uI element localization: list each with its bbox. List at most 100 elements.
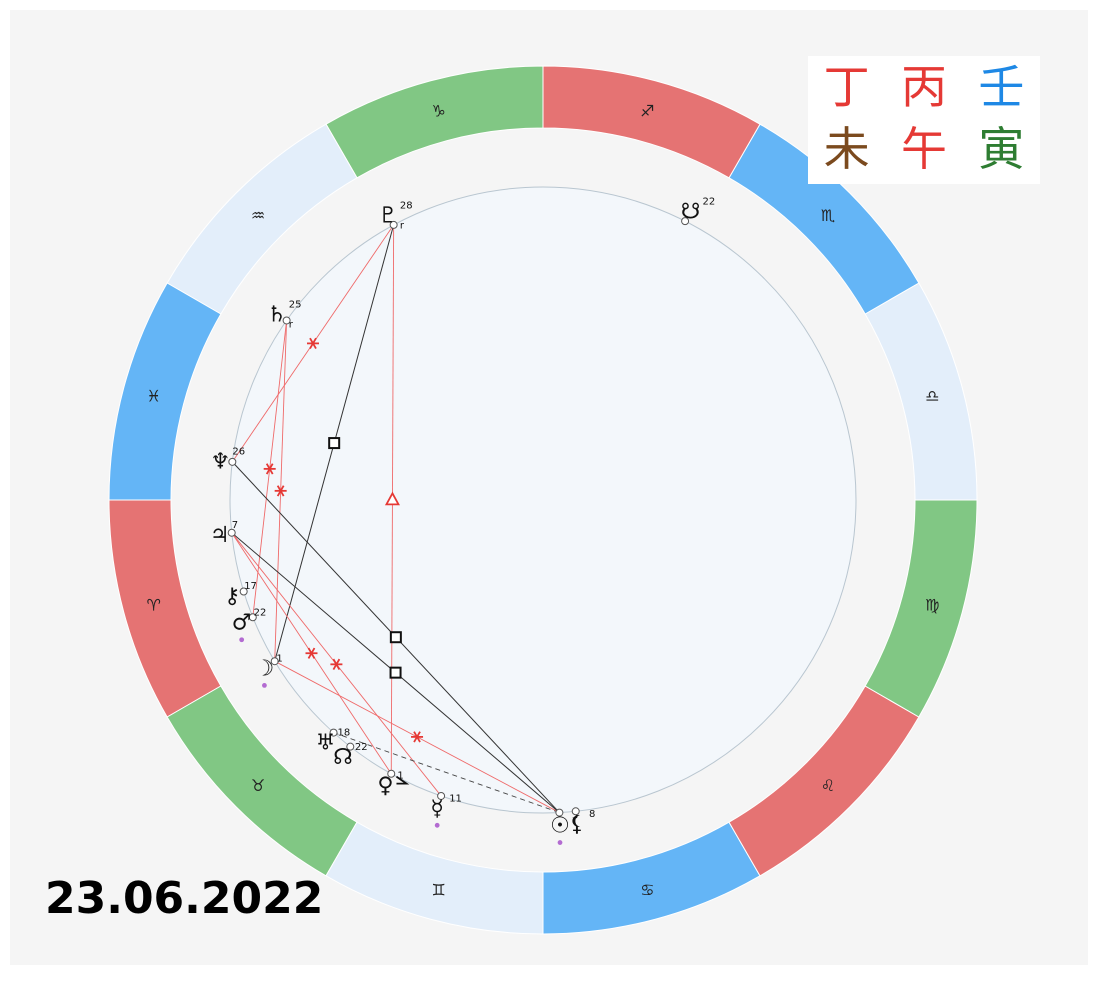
mercury-icon: ☿: [430, 796, 444, 821]
venus-icon: ♀: [377, 773, 393, 798]
sextile-aspect-icon: [411, 731, 424, 743]
north-node-position-marker: [346, 742, 355, 751]
uranus-position-marker: [329, 728, 338, 737]
planet-south-node: ☋22: [681, 196, 716, 224]
square-aspect-icon: [389, 666, 402, 679]
pisces-icon: ♓: [147, 387, 161, 406]
sign-segment-cancer: [542, 821, 761, 935]
uranus-icon: ♅: [316, 731, 336, 756]
trine-aspect-icon: [384, 491, 400, 506]
square-aspect-icon: [389, 631, 402, 644]
pluto-degree: 28: [400, 200, 413, 211]
planet-pluto: ♇28 r: [378, 200, 413, 231]
virgo-icon: ♍: [925, 595, 939, 614]
saturn-degree: 25: [289, 300, 302, 311]
branch-month: 寅: [978, 122, 1025, 176]
mercury-dignity-dot: [434, 822, 440, 828]
moon-icon: ☽: [255, 656, 275, 681]
scorpio-icon: ♏: [821, 206, 835, 225]
jupiter-icon: ♃: [210, 523, 230, 548]
stem-day: 丙: [900, 60, 947, 114]
chiron-degree: 17: [244, 581, 257, 592]
gemini-icon: ♊: [432, 880, 446, 899]
mars-position-marker: [248, 613, 257, 622]
saturn-position-marker: [282, 316, 291, 325]
pluto-retrograde: r: [400, 220, 405, 231]
taurus-icon: ♉: [251, 776, 265, 795]
sextile-aspect-icon: [305, 647, 318, 659]
pluto-position-marker: [389, 220, 398, 229]
chart-date: 23.06.2022: [45, 873, 324, 924]
mercury-degree: 11: [449, 793, 462, 804]
neptune-position-marker: [228, 457, 237, 466]
aspect-line-uranus-sun: [333, 732, 560, 813]
square-aspect-icon: [328, 437, 341, 450]
aspect-lines: [231, 224, 560, 813]
neptune-icon: ♆: [211, 449, 231, 474]
sagittarius-icon: ♐: [640, 102, 654, 121]
venus-degree: 1: [397, 770, 403, 781]
sextile-aspect-icon: [330, 658, 343, 670]
sign-segment-sagittarius: [542, 65, 761, 179]
pluto-icon: ♇: [378, 203, 398, 228]
libra-icon: ♎: [925, 387, 939, 406]
sun-position-marker: [555, 808, 564, 817]
aquarius-icon: ♒: [251, 206, 265, 225]
planet-mercury: ☿ 11: [430, 793, 462, 828]
semisextile-aspect-icon: [395, 775, 410, 785]
moon-degree: 1: [276, 653, 282, 664]
aries-icon: ♈: [147, 595, 161, 614]
zodiac-ring: ♈ ♉ ♊ ♋ ♌ ♍ ♎ ♏ ♐ ♑ ♒ ♓: [108, 65, 978, 935]
planet-venus: ♀1: [377, 770, 403, 798]
venus-position-marker: [387, 769, 396, 778]
planet-jupiter: ♃7: [210, 520, 238, 548]
sextile-aspect-icon: [263, 463, 276, 475]
north-node-icon: ☊: [333, 745, 353, 770]
stem-month: 壬: [978, 60, 1025, 114]
mars-dignity-dot: [239, 637, 245, 643]
capricorn-icon: ♑: [432, 102, 446, 121]
sign-segment-capricorn: [325, 65, 544, 179]
south-node-position-marker: [681, 217, 690, 226]
north-node-degree: 22: [355, 742, 368, 753]
cancer-icon: ♋: [640, 880, 654, 899]
uranus-degree: 18: [338, 728, 351, 739]
lilith-position-marker: [571, 807, 580, 816]
neptune-degree: 26: [232, 446, 245, 457]
planet-neptune: ♆26: [211, 446, 246, 474]
sign-segment-libra: [864, 282, 978, 501]
stem-hour: 丁: [823, 60, 870, 114]
moon-dignity-dot: [262, 682, 267, 688]
mercury-position-marker: [437, 791, 446, 800]
branch-day: 午: [900, 122, 947, 176]
planet-saturn: ♄25r: [267, 300, 302, 331]
south-node-icon: ☋: [681, 199, 701, 224]
mars-icon: ♂: [232, 611, 252, 636]
saturn-icon: ♄: [267, 303, 287, 328]
jupiter-degree: 7: [232, 520, 238, 531]
planet-lilith: ⚸8: [569, 809, 595, 837]
planet-sun: ☉3: [550, 811, 578, 845]
chiron-icon: ⚷: [224, 584, 240, 609]
sun-degree: 3: [572, 811, 578, 822]
sign-segment-pisces: [108, 282, 222, 501]
branch-hour: 未: [823, 122, 870, 176]
earthly-branches-row: 未 午 寅: [808, 118, 1040, 180]
lilith-degree: 8: [589, 809, 595, 820]
sun-dignity-dot: [557, 840, 563, 845]
sign-segment-aries: [108, 499, 222, 718]
sign-segment-gemini: [325, 821, 544, 935]
planet-moon: ☽1: [255, 653, 283, 688]
jupiter-position-marker: [227, 528, 236, 537]
chiron-position-marker: [239, 587, 248, 596]
inner-chart-circle: [229, 186, 857, 814]
planet-markers: ♇28r☋22♄25r♆26♃7⚷17♂22☽1♅18☊22♀1☿11☉3⚸8: [210, 196, 715, 845]
sun-icon: ☉: [550, 814, 570, 839]
leo-icon: ♌: [821, 776, 835, 795]
planet-north-node: ☊22: [333, 742, 368, 770]
planet-mars: ♂22: [232, 608, 266, 643]
four-pillars-panel: 丁 丙 壬 未 午 寅: [808, 56, 1040, 184]
sextile-aspect-icon: [306, 337, 319, 350]
